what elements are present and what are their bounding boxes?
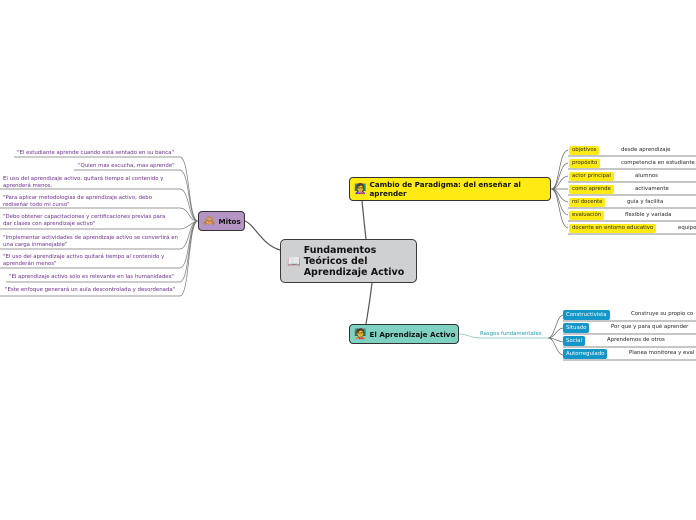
central-title: Fundamentos Teóricos del Aprendizaje Act… (303, 244, 405, 278)
myth-item[interactable]: "El aprendizaje activo sólo es relevante… (9, 274, 174, 280)
myth-item[interactable]: "Este enfoque generará un aula descontro… (5, 287, 176, 293)
subtopic-label[interactable]: como aprende (569, 185, 614, 194)
myth-item[interactable]: "El uso del aprendizaje activo quitará t… (3, 254, 165, 267)
student-icon: 🧑‍🏫 (354, 328, 367, 340)
topic-title: Cambio de Paradigma: del enseñar al apre… (369, 180, 521, 198)
subtopic-label[interactable]: docente en entorno educativo (569, 224, 657, 233)
teacher-icon: 👩‍🏫 (354, 183, 367, 195)
subtopic-label[interactable]: Situado (563, 323, 590, 333)
subtopic-value[interactable]: desde aprendizaje (621, 147, 671, 153)
topic-cambio-de-paradigma[interactable]: 👩‍🏫 Cambio de Paradigma: del enseñar al … (349, 177, 551, 201)
book-icon: 📖 (287, 254, 301, 268)
subtopic-label[interactable]: evaluación (569, 211, 605, 220)
subtopic-label[interactable]: objetivos (569, 146, 600, 155)
topic-mitos[interactable]: 🙈 Mitos (198, 211, 245, 231)
subtopic-label[interactable]: propósito (569, 159, 601, 168)
subtopic-value[interactable]: guía y facilita (627, 199, 664, 205)
central-topic[interactable]: 📖 Fundamentos Teóricos del Aprendizaje A… (280, 239, 417, 283)
myth-item[interactable]: "Quien mas escucha, mas aprende" (78, 163, 175, 169)
subtopic-label[interactable]: actor principal (569, 172, 614, 181)
subtopic-value[interactable]: equipo (678, 225, 696, 231)
thinking-face-icon: 🙈 (203, 215, 216, 227)
myth-item[interactable]: "El estudiante aprende cuando está senta… (17, 150, 174, 156)
myth-item[interactable]: "Debo obtener capacitaciones y certifica… (3, 214, 166, 227)
subtopic-value[interactable]: flexible y variada (625, 212, 672, 218)
subtopic-value[interactable]: Por que y para qué aprender (611, 324, 689, 330)
subtopic-value[interactable]: Aprendemos de otros (607, 337, 665, 343)
relation-label[interactable]: Rasgos fundamentales (480, 331, 542, 337)
subtopic-value[interactable]: activamente (635, 186, 669, 192)
myth-item[interactable]: "Implementar actividades de aprendizaje … (3, 235, 178, 248)
subtopic-label[interactable]: rol docente (569, 198, 606, 207)
myth-item[interactable]: "Para aplicar metodologías de aprendizaj… (3, 195, 153, 208)
subtopic-label[interactable]: Constructivista (563, 310, 610, 320)
subtopic-value[interactable]: Construye su propio co (631, 311, 694, 317)
topic-title: El Aprendizaje Activo (369, 329, 456, 339)
subtopic-value[interactable]: competencia en estudiante (621, 160, 695, 166)
subtopic-label[interactable]: Social (563, 336, 585, 346)
topic-aprendizaje-activo[interactable]: 🧑‍🏫 El Aprendizaje Activo (349, 324, 459, 344)
subtopic-label[interactable]: Autorregulado (563, 349, 608, 359)
subtopic-value[interactable]: alumnos (635, 173, 658, 179)
myth-item[interactable]: El uso del aprendizaje activo, quitará t… (3, 176, 164, 189)
topic-title: Mitos (218, 216, 241, 226)
subtopic-value[interactable]: Planea monitorea y eval (629, 350, 695, 356)
